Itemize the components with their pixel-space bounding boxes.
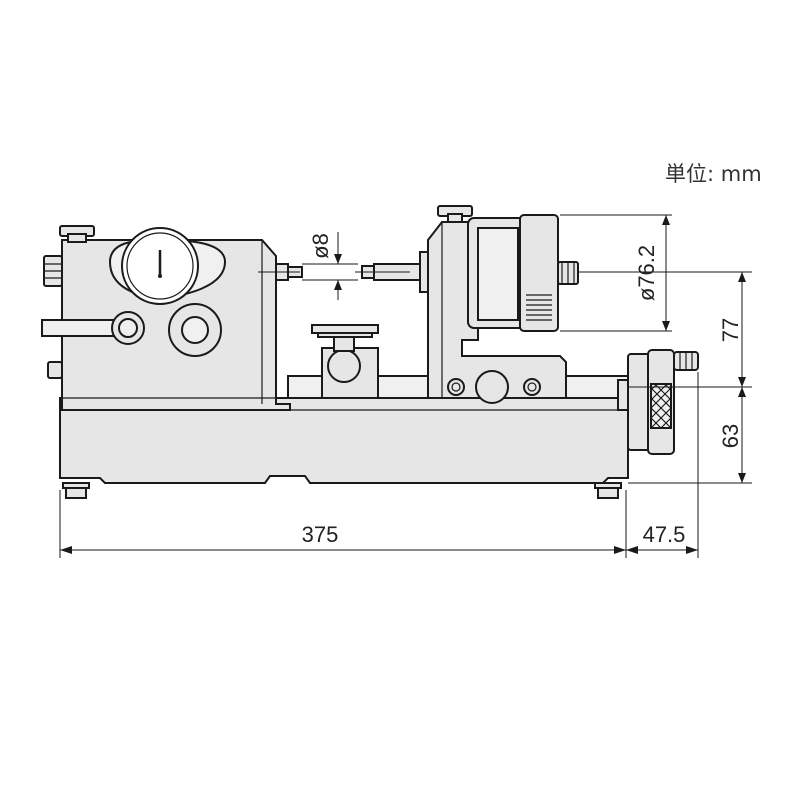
dim-thimble-diameter: ø76.2 xyxy=(560,214,672,332)
dim-height-lower: 63 xyxy=(628,387,752,484)
unit-label: 単位: mm xyxy=(665,162,762,186)
svg-text:ø8: ø8 xyxy=(308,233,333,259)
feed-knob xyxy=(617,349,699,455)
indicator-housing xyxy=(41,225,303,411)
micrometer-bracket xyxy=(427,205,567,404)
lever-arm xyxy=(41,319,117,337)
bracket-knob xyxy=(475,370,509,404)
svg-text:63: 63 xyxy=(718,424,743,448)
support-knob xyxy=(327,349,361,383)
center-support xyxy=(311,324,379,399)
dim-height-upper: 77 xyxy=(628,272,752,388)
dim-spindle-diameter: ø8 xyxy=(302,232,358,300)
svg-text:77: 77 xyxy=(718,318,743,342)
side-knob-lower xyxy=(47,361,63,379)
svg-text:47.5: 47.5 xyxy=(643,522,686,547)
svg-text:ø76.2: ø76.2 xyxy=(634,245,659,301)
micrometer-thimble xyxy=(467,214,579,332)
dim-knob-overhang: 47.5 xyxy=(626,372,699,558)
dim-base-length: 375 xyxy=(59,490,627,558)
svg-text:375: 375 xyxy=(302,522,339,547)
